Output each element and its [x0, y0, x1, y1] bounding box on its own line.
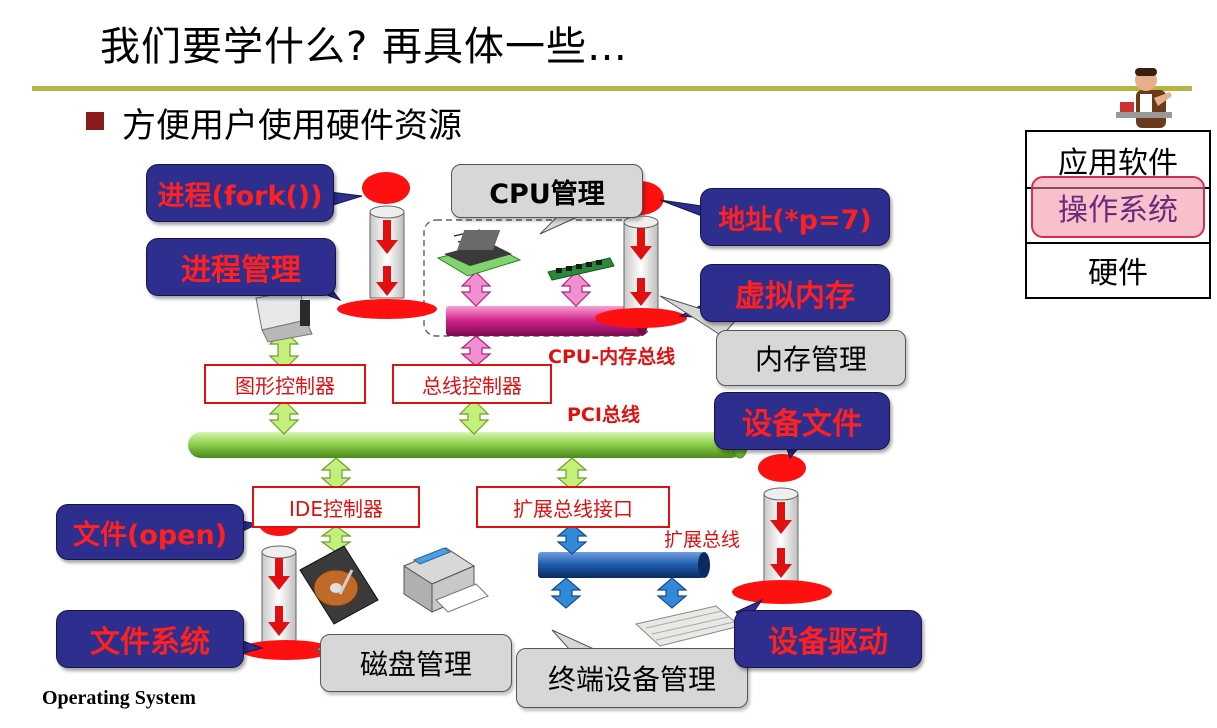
pink-arrow-memory-bus — [560, 271, 592, 307]
memory-management-box: 内存管理 — [716, 330, 906, 386]
disk-management-box: 磁盘管理 — [320, 634, 512, 692]
monitor-icon — [255, 289, 313, 343]
pink-arrow-bus-busctrl — [460, 335, 492, 367]
thinking-person-icon — [1116, 68, 1172, 128]
file-open-callout: 文件(open) — [56, 504, 244, 560]
page-title: 我们要学什么? 再具体一些… — [100, 24, 628, 70]
printer-icon — [402, 547, 489, 613]
cpu-management-box: CPU管理 — [451, 164, 643, 218]
title-divider — [32, 86, 1192, 91]
virtual-memory-ellipse — [595, 308, 687, 328]
blue-arrow-bus-printer — [550, 577, 582, 609]
keyboard-icon — [634, 605, 742, 647]
bus-controller: 总线控制器 — [392, 364, 552, 404]
fork-callout-tail — [329, 191, 363, 207]
bullet-text: 方便用户使用硬件资源 — [122, 106, 462, 146]
cpu-memory-bus-label: CPU-内存总线 — [548, 346, 676, 368]
pci-bus — [188, 432, 744, 458]
hard-disk-icon — [299, 545, 379, 625]
expansion-bus-interface: 扩展总线接口 — [476, 486, 670, 528]
file-system-callout: 文件系统 — [56, 610, 244, 668]
pci-bus-label: PCI总线 — [567, 404, 640, 426]
expansion-bus — [538, 552, 704, 578]
graphics-controller: 图形控制器 — [204, 364, 366, 404]
memory-stick-icon — [547, 257, 615, 281]
address-callout-tail — [659, 199, 703, 217]
layer-os: 操作系统 — [1031, 176, 1205, 238]
cpu-chip-icon — [436, 229, 522, 277]
ide-controller: IDE控制器 — [252, 486, 420, 528]
file-system-ellipse — [240, 640, 332, 660]
address-callout: 地址(*p=7) — [700, 188, 890, 246]
process-mgmt-ellipse — [337, 299, 437, 319]
cpu-memory-bus — [446, 306, 642, 336]
expansion-bus-label: 扩展总线 — [664, 529, 741, 551]
fork-entry-ellipse — [362, 172, 410, 204]
green-arrow-busctrl-pci — [458, 399, 490, 435]
expansion-bus-end — [698, 552, 710, 578]
device-file-ellipse — [758, 454, 806, 482]
layer-hardware: 硬件 — [1088, 255, 1148, 291]
memory-mgmt-tail — [659, 295, 737, 337]
syscall-cylinder-fork — [369, 205, 405, 299]
device-file-callout: 设备文件 — [714, 392, 890, 450]
footer-text: Operating System — [42, 687, 196, 709]
syscall-cylinder-device — [763, 487, 799, 585]
green-arrow-graphics-pci — [268, 399, 300, 435]
syscall-cylinder-file — [261, 545, 297, 643]
terminal-mgmt-tail — [551, 629, 597, 651]
terminal-management-box: 终端设备管理 — [516, 648, 748, 708]
process-management-callout: 进程管理 — [146, 238, 336, 296]
device-driver-callout: 设备驱动 — [734, 610, 922, 668]
blue-arrow-bus-keyboard — [656, 577, 688, 609]
syscall-cylinder-address — [623, 215, 659, 313]
blue-arrow-interface-bus — [556, 523, 588, 555]
device-driver-ellipse — [732, 580, 832, 604]
virtual-memory-callout: 虚拟内存 — [700, 264, 890, 322]
fork-callout: 进程(fork()) — [146, 164, 334, 222]
pink-arrow-cpu-bus — [460, 271, 492, 307]
bullet-marker — [86, 112, 104, 130]
layer-os-slot — [1027, 187, 1209, 244]
